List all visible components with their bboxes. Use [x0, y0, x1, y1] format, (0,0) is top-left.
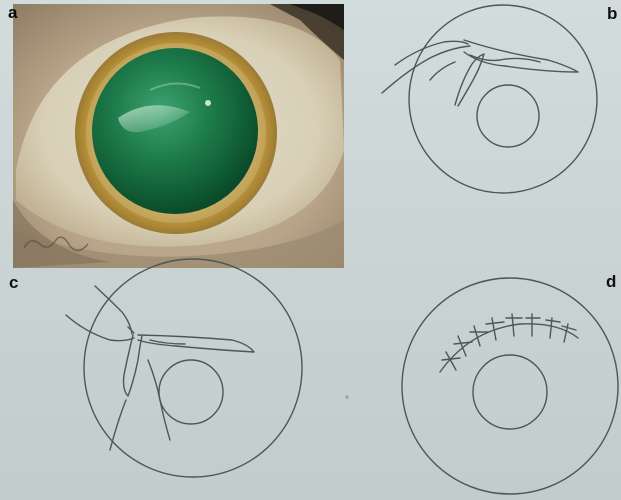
panel-a-photo: [13, 4, 344, 268]
panel-d-closed-wound: [440, 324, 578, 372]
panel-b-suture-tail-1: [382, 46, 470, 93]
panel-label-b: b: [607, 5, 617, 22]
panel-b-suture-loop: [455, 54, 484, 106]
panel-c-suture-tail-1: [66, 315, 134, 341]
panel-c-cornea-outline: [84, 259, 302, 477]
panel-d-drawing: [402, 278, 618, 494]
panel-label-c: c: [9, 274, 18, 291]
panel-label-a: a: [8, 4, 17, 21]
panel-d-cornea-outline: [402, 278, 618, 494]
panel-c-drawing: [66, 259, 302, 477]
panel-b-cornea-outline: [409, 5, 597, 193]
panel-c-wound: [138, 335, 254, 352]
panel-c-pupil-outline: [159, 360, 223, 424]
panel-b-pupil-outline: [477, 85, 539, 147]
panel-c-suture-loop: [124, 335, 143, 396]
panel-b-drawing: [382, 5, 597, 193]
panel-b-suture-tail-2: [395, 41, 468, 65]
panel-label-d: d: [606, 273, 616, 290]
panel-d-pupil-outline: [473, 355, 547, 429]
panel-d-sutures: [442, 314, 576, 370]
